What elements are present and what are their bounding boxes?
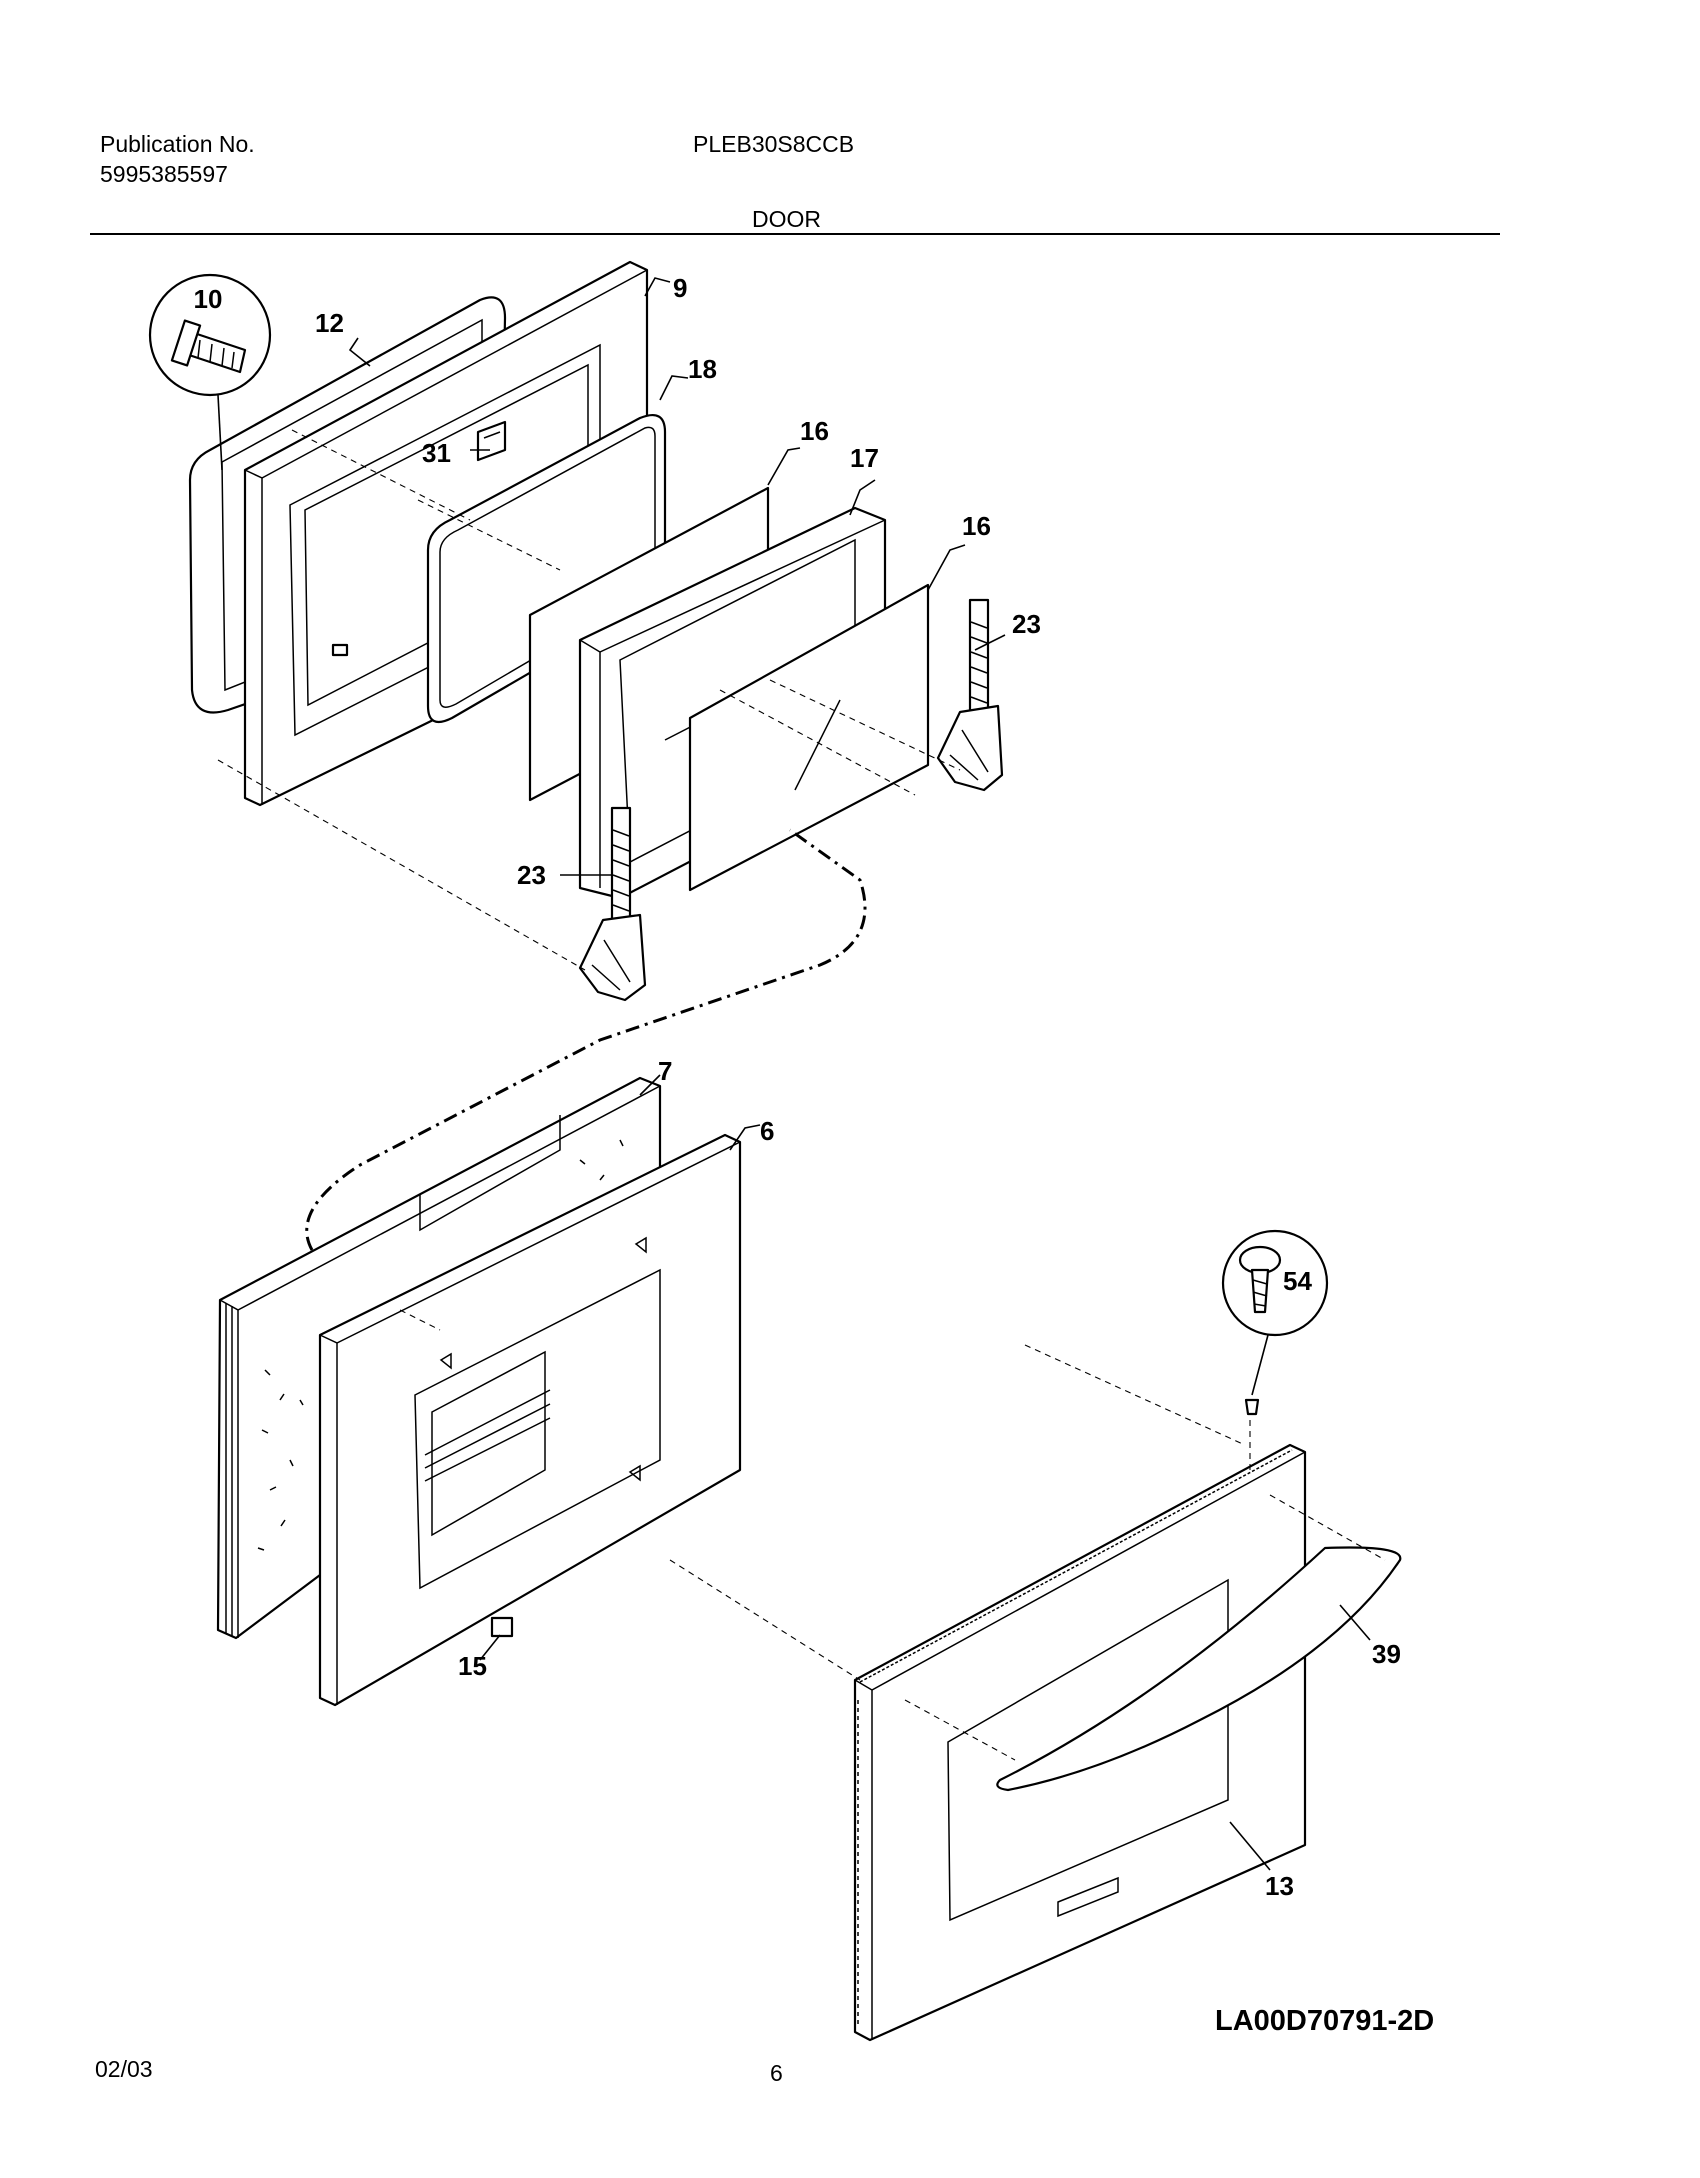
- callout-7: 7: [658, 1056, 672, 1086]
- callout-16-rear: 16: [800, 416, 829, 446]
- part-23-right-hinge: [936, 598, 1004, 792]
- callout-23-left: 23: [517, 860, 546, 890]
- callout-13: 13: [1265, 1871, 1294, 1901]
- publication-date: 02/03: [95, 2056, 153, 2082]
- part-6-inner-panel: [318, 1133, 742, 1707]
- callout-17: 17: [850, 443, 879, 473]
- callout-9: 9: [673, 273, 687, 303]
- model-number: PLEB30S8CCB: [693, 131, 855, 157]
- publication-label: Publication No.: [100, 131, 255, 157]
- part-10-screw-detail: [148, 273, 272, 471]
- callout-10: 10: [194, 284, 223, 314]
- callout-23-right: 23: [1012, 609, 1041, 639]
- part-54-screw-detail: [1221, 1229, 1329, 1416]
- callout-6: 6: [760, 1116, 774, 1146]
- callout-31: 31: [422, 438, 451, 468]
- callout-16-front: 16: [962, 511, 991, 541]
- callout-15: 15: [458, 1651, 487, 1681]
- section-title: DOOR: [752, 206, 821, 232]
- drawing-code: LA00D70791-2D: [1215, 2005, 1435, 2037]
- part-39-handle: [996, 1546, 1402, 1792]
- callout-12: 12: [315, 308, 344, 338]
- callout-18: 18: [688, 354, 717, 384]
- part-23-left-hinge: [578, 806, 647, 1002]
- page-number: 6: [770, 2060, 783, 2086]
- publication-number: 5995385597: [100, 161, 228, 187]
- callout-54: 54: [1283, 1266, 1312, 1296]
- callout-39: 39: [1372, 1639, 1401, 1669]
- header-rule: [90, 233, 1500, 235]
